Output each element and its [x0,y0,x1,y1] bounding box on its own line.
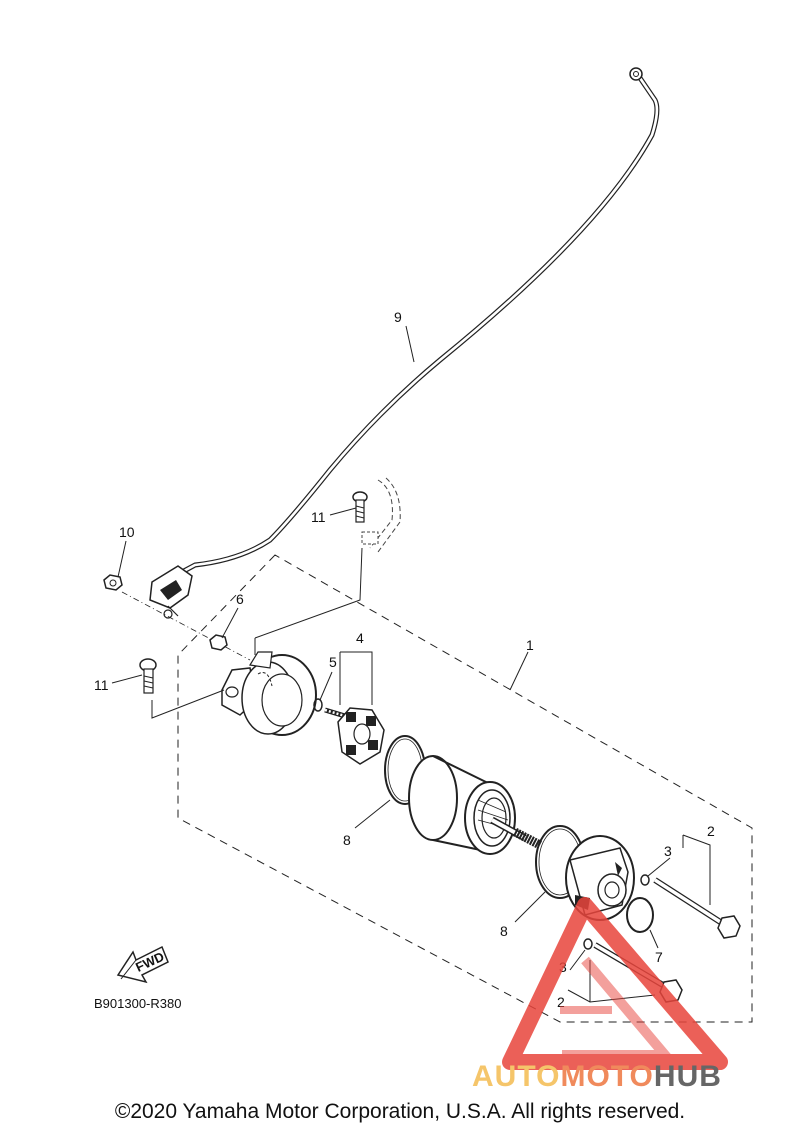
o-ring-5 [313,698,323,712]
watermark-hub: HUB [654,1060,722,1093]
leader-lines [111,325,711,1003]
motor-yoke [408,750,543,858]
callout-11-upper: 11 [311,509,326,525]
harness-wires [361,477,401,553]
alignment-line [121,591,251,661]
callout-4: 4 [356,630,364,646]
callout-2-upper: 2 [707,823,715,839]
callout-1: 1 [526,637,534,653]
callout-8-upper: 8 [343,832,351,848]
watermark-auto: AUTO [472,1060,560,1093]
brush-holder [324,707,385,765]
bolt-upper [352,491,368,523]
callout-7: 7 [655,949,663,965]
callout-8-lower: 8 [500,923,508,939]
rear-cover [221,651,317,736]
o-ring-7 [626,897,654,933]
callouts: 1 2 2 3 3 4 5 6 7 8 8 9 10 11 11 [94,309,715,1010]
callout-6: 6 [236,591,244,607]
watermark-moto: MOTO [560,1060,653,1093]
watermark-logo [502,897,728,1070]
nut-10 [103,574,123,591]
callout-2-lower: 2 [557,994,565,1010]
callout-11-lower: 11 [94,677,109,693]
callout-5: 5 [329,654,337,670]
o-ring-3-lower [583,938,593,950]
copyright-notice: ©2020 Yamaha Motor Corporation, U.S.A. A… [114,1100,686,1123]
callout-9: 9 [394,309,402,325]
bolt-lower [139,658,157,694]
o-ring-3-upper [640,874,650,886]
callout-3-upper: 3 [664,843,672,859]
diagram-code: B901300-R380 [94,996,181,1011]
assembly-outline [177,554,753,1023]
callout-10: 10 [119,524,135,540]
battery-cable [149,67,660,619]
watermark-text: AUTOMOTOHUB [472,1060,722,1093]
fwd-arrow-icon: FWD [116,945,169,984]
long-bolt-upper [653,877,741,939]
nut-6 [209,634,228,651]
